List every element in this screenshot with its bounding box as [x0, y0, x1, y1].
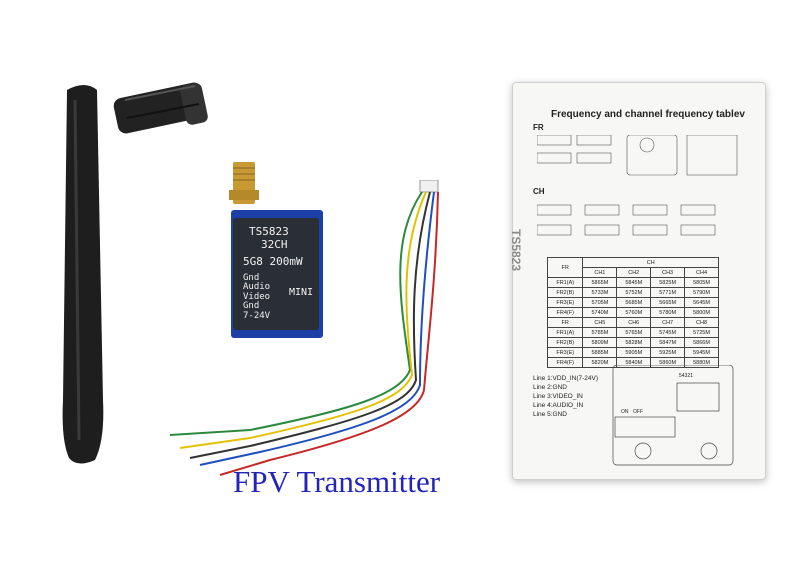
cable-harness	[169, 180, 439, 476]
wire-line-3: Line 3:VIDEO_IN	[533, 393, 583, 400]
wiring-diagram	[612, 365, 734, 466]
table-cell: 5645M	[684, 297, 719, 308]
table-cell: FR1(A)	[546, 277, 584, 288]
pin-numbers: 54321	[679, 373, 693, 379]
fr-label: FR	[533, 123, 544, 132]
switch-on-label: ON	[621, 409, 629, 415]
table-cell: 5725M	[684, 327, 719, 338]
table-row: FR3(E) 5705M 5685M 5665M 5645M	[546, 297, 719, 308]
module-model: TS5823	[249, 225, 289, 238]
table-cell: FR4(F)	[546, 307, 584, 318]
table-cell: 5800M	[684, 307, 719, 318]
frequency-table: FR CH CH1 CH2 CH3 CH4 FR1(A) 5865M 5845M…	[546, 257, 719, 368]
product-box: Frequency and channel frequency tablev F…	[500, 70, 775, 480]
table-cell: FR3(E)	[546, 347, 584, 358]
table-header: CH1	[582, 267, 618, 278]
table-cell: 5705M	[582, 297, 618, 308]
table-cell: 5865M	[582, 277, 618, 288]
caption: FPV Transmitter	[233, 464, 441, 499]
table-header: CH6	[616, 317, 652, 328]
pin-label: Gnd	[243, 273, 260, 283]
table-cell: 5733M	[582, 287, 618, 298]
switch-off-label: OFF	[633, 409, 643, 415]
table-row: FR2(B) 5733M 5752M 5771M 5790M	[546, 287, 719, 298]
table-cell: 5760M	[616, 307, 652, 318]
table-cell: 5945M	[684, 347, 719, 358]
table-cell: 5771M	[650, 287, 686, 298]
sma-connector	[229, 162, 259, 204]
box-title: Frequency and channel frequency tablev	[551, 109, 745, 120]
table-cell: 5847M	[650, 337, 686, 348]
ch-label: CH	[533, 187, 545, 196]
table-cell: 5925M	[650, 347, 686, 358]
table-header: CH7	[650, 317, 686, 328]
module-channels: 32CH	[261, 238, 288, 251]
pin-label: Gnd	[243, 301, 260, 312]
table-cell: 5745M	[650, 327, 686, 338]
table-cell: 5740M	[582, 307, 618, 318]
table-cell: 5866M	[684, 337, 719, 348]
table-row: FR3(E) 5885M 5905M 5925M 5945M	[546, 347, 719, 358]
table-cell: 5665M	[650, 297, 686, 308]
table-header: CH8	[684, 317, 719, 328]
table-cell: 5905M	[616, 347, 652, 358]
table-header: CH3	[650, 267, 686, 278]
dip-switch-diagram	[537, 135, 738, 236]
table-cell: 5780M	[650, 307, 686, 318]
table-cell: FR1(A)	[546, 327, 584, 338]
table-row: FR1(A) 5865M 5845M 5825M 5805M	[546, 277, 719, 288]
module-badge: MINI	[289, 287, 314, 298]
table-cell: FR3(E)	[546, 297, 584, 308]
table-cell: 5805M	[684, 277, 719, 288]
pin-label: Video	[243, 291, 271, 302]
table-cell: FR2(B)	[546, 287, 584, 298]
table-row: FR4(F) 5820M 5840M 5860M 5880M	[546, 357, 719, 368]
table-header: CH4	[684, 267, 719, 278]
table-cell: FR2(B)	[546, 337, 584, 348]
wire-line-1: Line 1:VDD_IN(7-24V)	[533, 375, 599, 382]
table-row: FR1(A) 5785M 5765M 5745M 5725M	[546, 327, 719, 338]
module-pins: Gnd Audio Video Gnd 7-24V	[243, 273, 271, 321]
table-cell: 5765M	[616, 327, 652, 338]
table-ch-header: CH	[582, 257, 719, 268]
box-face: Frequency and channel frequency tablev F…	[509, 82, 766, 480]
table-cell: 5790M	[684, 287, 719, 298]
table-cell: 5828M	[616, 337, 652, 348]
module-spec: 5G8 200mW	[243, 255, 303, 268]
table-row: FR4(F) 5740M 5760M 5780M 5800M	[546, 307, 719, 318]
wire-line-2: Line 2:GND	[533, 384, 567, 391]
table-cell: 5785M	[582, 327, 618, 338]
antenna-swivel	[113, 82, 208, 134]
table-cell: 5809M	[582, 337, 618, 348]
table-header: CH5	[582, 317, 618, 328]
table-cell: 5685M	[616, 297, 652, 308]
wire-line-5: Line 5:GND	[533, 411, 567, 418]
table-cell: 5845M	[616, 277, 652, 288]
pin-label: 7-24V	[243, 310, 271, 321]
antenna-body	[62, 85, 104, 464]
table-cell: 5825M	[650, 277, 686, 288]
table-header: CH2	[616, 267, 652, 278]
table-cell: 5752M	[616, 287, 652, 298]
table-row: FR2(B) 5809M 5828M 5847M 5866M	[546, 337, 719, 348]
antenna	[62, 82, 208, 464]
module-board	[231, 210, 323, 338]
table-fr-header: FR	[546, 317, 584, 328]
module-shield	[233, 218, 319, 330]
side-label: TS5823	[509, 228, 524, 272]
table-cell: 5880M	[684, 357, 719, 368]
pin-label: Audio	[243, 282, 271, 293]
wire-line-4: Line 4:AUDIO_IN	[533, 402, 584, 409]
table-cell: FR4(F)	[546, 357, 584, 368]
table-cell: 5885M	[582, 347, 618, 358]
table-fr-header: FR	[546, 257, 584, 278]
transmitter-module: TS5823 32CH 5G8 200mW Gnd Audio Video Gn…	[225, 160, 325, 340]
